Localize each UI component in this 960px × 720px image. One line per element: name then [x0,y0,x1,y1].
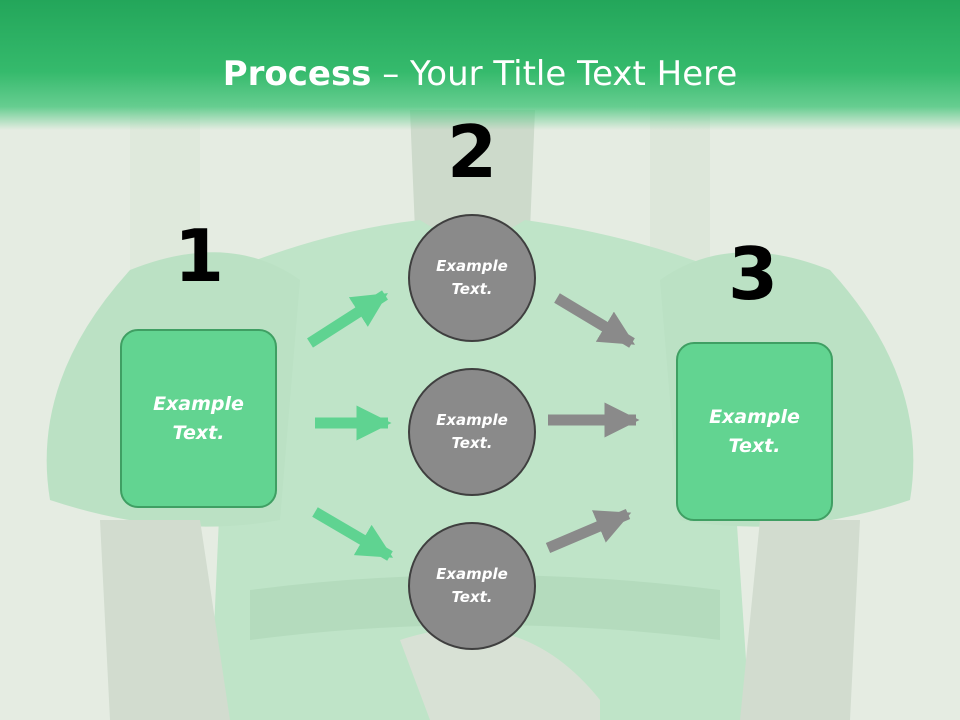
right-box-text: Example Text. [709,405,800,457]
circle-top-text: Example Text. [436,257,508,298]
step-number-3: 3 [727,232,779,316]
title-bar: Process – Your Title Text Here [0,0,960,130]
slide-title: Process – Your Title Text Here [0,52,960,96]
arrow-top-to-right [554,293,636,348]
title-rest-part: – Your Title Text Here [371,54,738,94]
circle-bottom-text: Example Text. [436,565,508,606]
right-step-box: Example Text. [676,342,833,521]
arrow-left-to-bottom [312,507,394,561]
circle-middle: Example Text. [408,368,536,496]
circle-middle-text: Example Text. [436,411,508,452]
left-box-text: Example Text. [153,392,244,444]
arrow-bottom-to-right [545,508,632,554]
left-step-box: Example Text. [120,329,277,508]
step-number-2: 2 [446,110,498,194]
circle-top: Example Text. [408,214,536,342]
circle-bottom: Example Text. [408,522,536,650]
step-number-1: 1 [173,214,225,298]
arrow-left-to-top [307,290,388,348]
title-bold-part: Process [222,54,372,94]
